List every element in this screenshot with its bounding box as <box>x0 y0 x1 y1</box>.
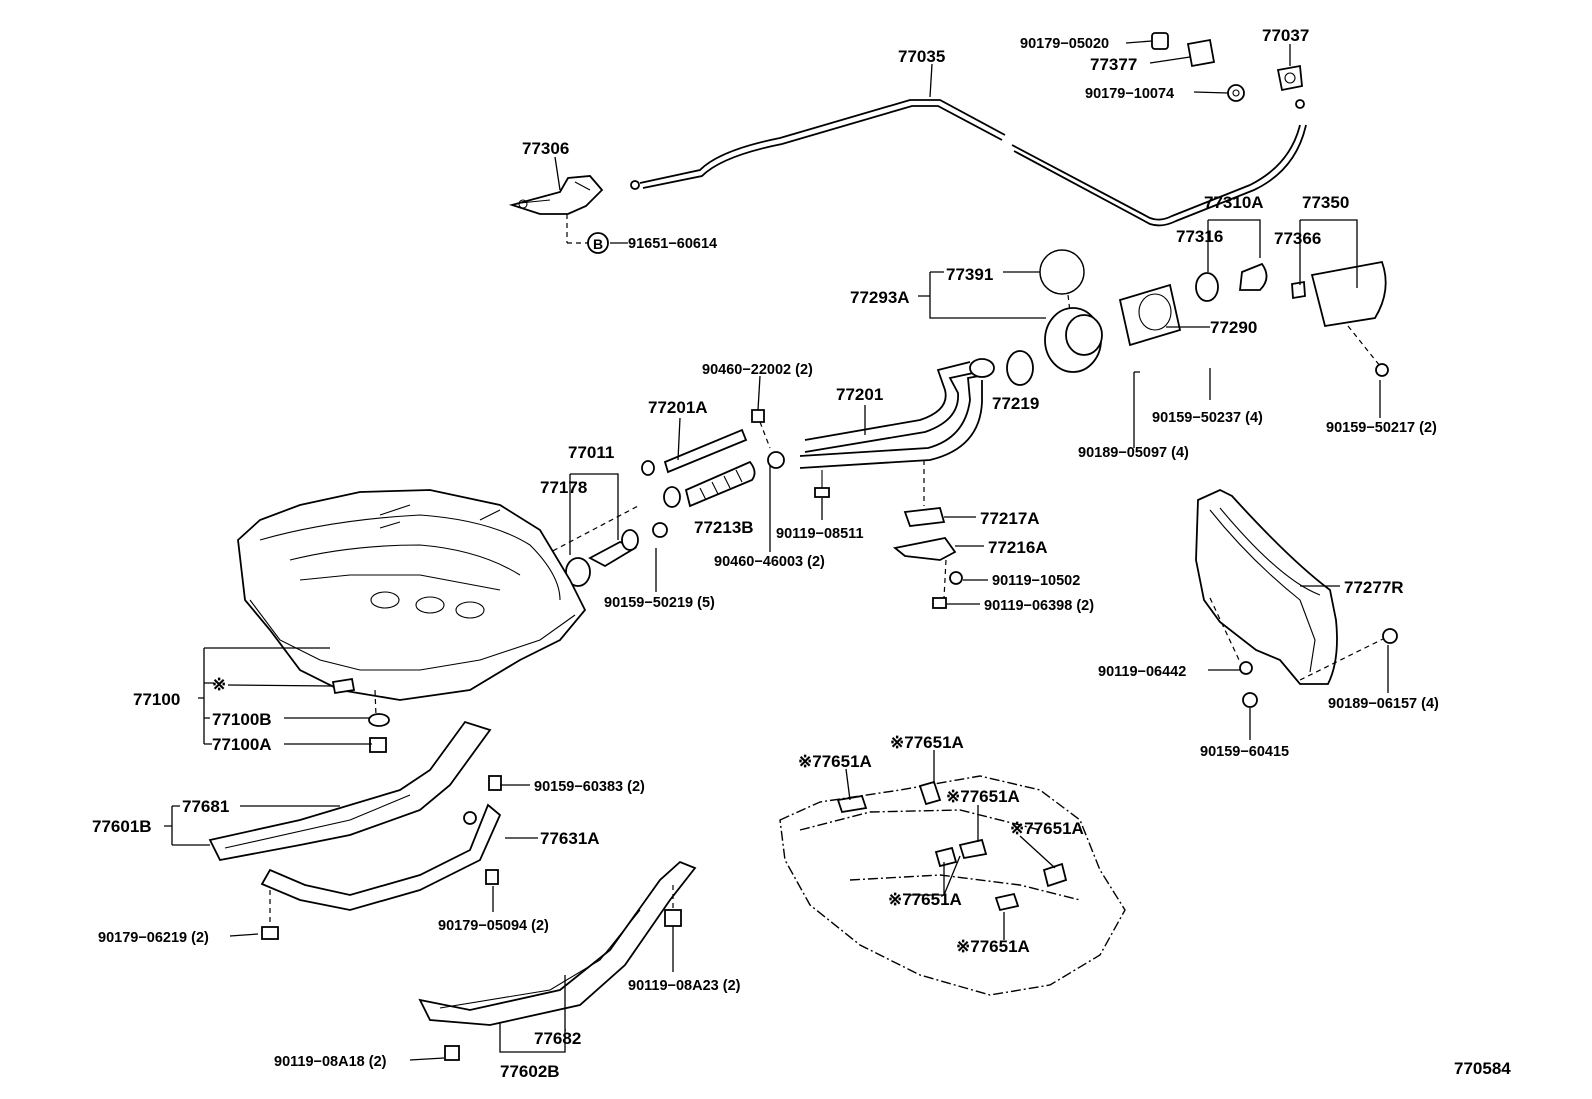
pipe-clamp-brackets <box>892 460 963 609</box>
label-77310A: 77310A <box>1204 193 1264 212</box>
label-ref-mark: ※ <box>212 675 226 694</box>
tank-band-77682 <box>418 860 697 1061</box>
label-77201A: 77201A <box>648 398 708 417</box>
label-77100: 77100 <box>133 690 180 709</box>
fuel-tank-pads-view <box>779 775 1126 996</box>
label-90159-60383: 90159−60383 (2) <box>534 779 645 795</box>
bolt-b-icon: B <box>587 232 609 254</box>
tank-band-77631A <box>260 775 502 940</box>
label-90119-08A23: 90119−08A23 (2) <box>628 978 741 994</box>
label-90189-05097: 90189−05097 (4) <box>1078 445 1189 461</box>
label-90460-22002: 90460−22002 (2) <box>702 362 813 378</box>
label-77316: 77316 <box>1176 227 1223 246</box>
label-90189-06157: 90189−06157 (4) <box>1328 696 1439 712</box>
label-77213B: 77213B <box>694 518 754 537</box>
label-77366: 77366 <box>1274 229 1321 248</box>
label-90159-50237: 90159−50237 (4) <box>1152 410 1263 426</box>
label-77037: 77037 <box>1262 26 1309 45</box>
bolt-part <box>814 470 830 498</box>
label-90119-06442: 90119−06442 <box>1098 664 1186 680</box>
label-pad-1: ※77651A <box>890 733 964 752</box>
label-77602B: 77602B <box>500 1062 560 1081</box>
label-90119-08A18: 90119−08A18 (2) <box>274 1054 387 1070</box>
label-90179-06219: 90179−06219 (2) <box>98 930 209 946</box>
label-77219: 77219 <box>992 394 1039 413</box>
fuel-tank <box>237 489 587 753</box>
label-77682: 77682 <box>534 1029 581 1048</box>
label-90179-05020: 90179−05020 <box>1020 36 1109 52</box>
label-77100B: 77100B <box>212 710 272 729</box>
fuel-lid-opener-cable <box>630 99 1307 227</box>
label-90179-05094: 90179−05094 (2) <box>438 918 549 934</box>
label-90119-10502: 90119−10502 <box>992 573 1080 589</box>
label-pad-3: ※77651A <box>946 787 1020 806</box>
label-77306: 77306 <box>522 139 569 158</box>
label-77100A: 77100A <box>212 735 272 754</box>
label-77216A: 77216A <box>988 538 1048 557</box>
diagram-id: 770584 <box>1454 1059 1511 1078</box>
leader-lines <box>164 40 1389 1061</box>
label-77601B: 77601B <box>92 817 152 836</box>
label-90159-60415: 90159−60415 <box>1200 744 1289 760</box>
label-77350: 77350 <box>1302 193 1349 212</box>
fuel-tank-protector <box>1195 489 1398 708</box>
label-pad-6: ※77651A <box>956 937 1030 956</box>
label-77631A: 77631A <box>540 829 600 848</box>
part-labels: 77035 90179−05020 77377 77037 90179−1007… <box>92 26 1511 1081</box>
label-77377: 77377 <box>1090 55 1137 74</box>
label-90460-46003: 90460−46003 (2) <box>714 554 825 570</box>
label-91651-60614: 91651−60614 <box>628 236 717 252</box>
label-77391: 77391 <box>946 265 993 284</box>
label-77681: 77681 <box>182 797 229 816</box>
label-77290: 77290 <box>1210 318 1257 337</box>
label-90119-08511: 90119−08511 <box>776 526 864 542</box>
opener-lever-bracket <box>508 175 604 215</box>
label-77293A: 77293A <box>850 288 910 307</box>
label-77217A: 77217A <box>980 509 1040 528</box>
label-77035: 77035 <box>898 47 945 66</box>
label-90179-10074: 90179−10074 <box>1085 86 1174 102</box>
label-90119-06398: 90119−06398 (2) <box>984 598 1094 614</box>
label-77178: 77178 <box>540 478 587 497</box>
label-77201: 77201 <box>836 385 883 404</box>
label-90159-50217: 90159−50217 (2) <box>1326 420 1437 436</box>
label-pad-4: ※77651A <box>1010 819 1084 838</box>
label-77011: 77011 <box>568 443 614 462</box>
filler-neck-gasket <box>1006 249 1389 386</box>
fuel-filler-pipe <box>799 358 995 469</box>
label-pad-5: ※77651A <box>888 890 962 909</box>
label-90159-50219: 90159−50219 (5) <box>604 595 715 611</box>
svg-text:B: B <box>593 236 603 252</box>
label-77277R: 77277R <box>1344 578 1404 597</box>
tank-band-77681 <box>208 720 492 862</box>
breather-hose <box>641 409 785 508</box>
label-pad-2: ※77651A <box>798 752 872 771</box>
